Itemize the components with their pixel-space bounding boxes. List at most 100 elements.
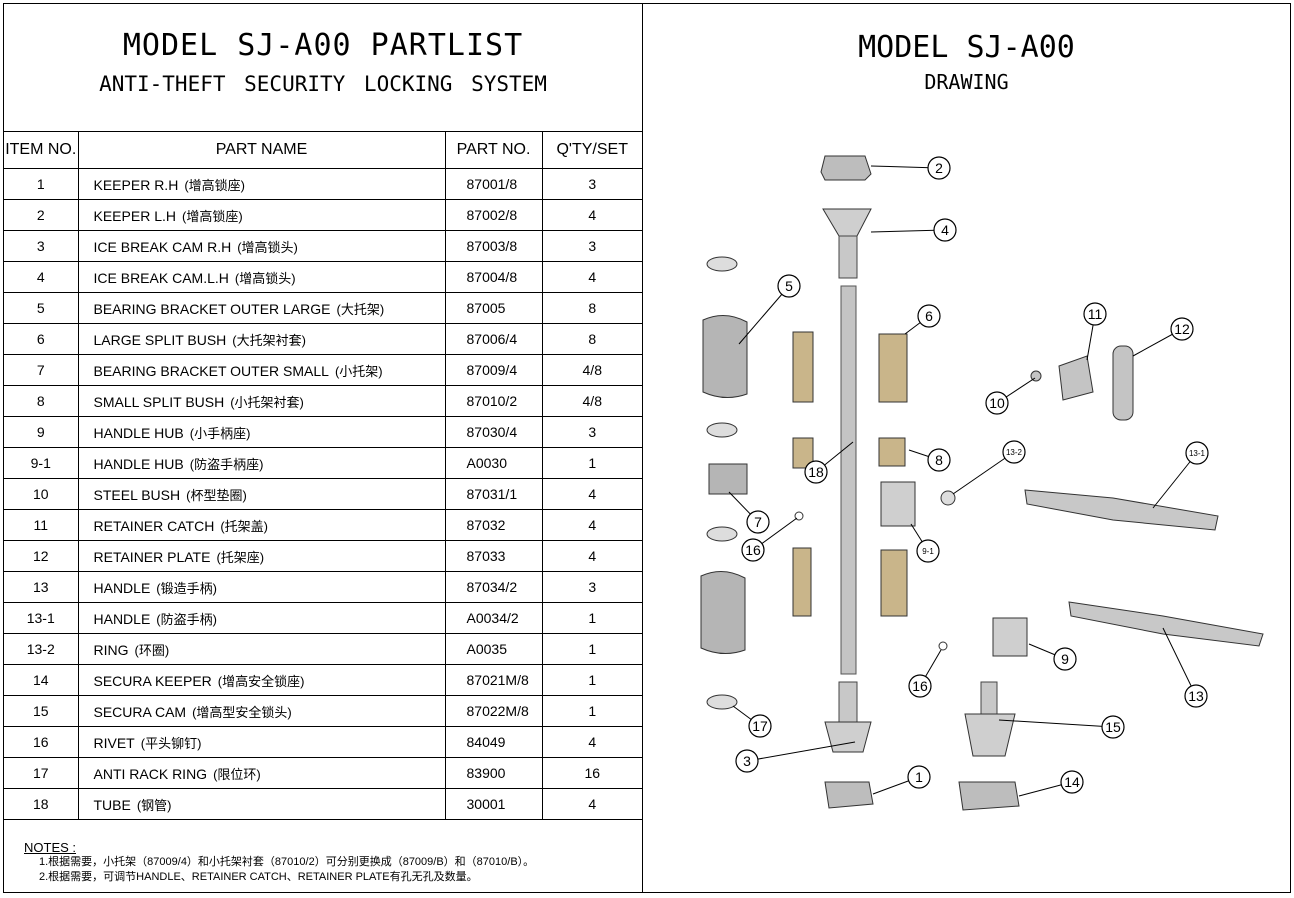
tube-part [840,285,857,675]
qty-cell: 1 [541,633,642,665]
retainer-part [1112,345,1134,421]
callout-circle [1053,647,1077,671]
callout-label: 7 [754,514,762,530]
item-no-cell: 8 [4,385,79,417]
callout-label: 9 [1061,651,1069,667]
qty-cell: 4 [541,540,642,572]
leader-line [952,451,1015,495]
item-no-cell: 1 [4,168,79,200]
notes-title: NOTES : [24,840,77,855]
note-line: 2.根据需要，可调节HANDLE、RETAINER CATCH、RETAINER… [39,871,478,883]
callout-label: 13-1 [1189,449,1206,458]
qty-cell: 4 [541,261,642,293]
part-name-en: KEEPER R.H [93,176,179,193]
callout-circle [1002,440,1026,464]
qty-cell: 4 [541,788,642,820]
item-no-cell: 6 [4,323,79,355]
part-no-cell: 83900 [444,757,543,789]
part-name-en: TUBE [93,796,131,813]
part-name-cell: HANDLE(锻造手柄) [77,571,446,603]
callout-label: 14 [1064,774,1080,790]
part-name-cell: RETAINER PLATE(托架座) [77,540,446,572]
qty-cell: 4 [541,478,642,510]
callout-label: 16 [912,678,928,694]
part-name-en: HANDLE [93,610,151,627]
callout-label: 8 [935,452,943,468]
callout-label: 10 [989,395,1005,411]
part-no-cell: 87004/8 [444,261,543,293]
keeper-part [958,781,1020,811]
keeper-part [820,155,872,181]
callout-label: 3 [743,753,751,769]
part-no-cell: 87002/8 [444,199,543,231]
callout-label: 2 [935,160,943,176]
part-name-cn: (钢管) [136,797,172,813]
header-item-no: ITEM NO. [4,131,79,169]
callout-circle [748,714,772,738]
callout-circle [1060,770,1084,794]
part-name-cell: RIVET(平头铆钉) [77,726,446,758]
item-no-cell: 4 [4,261,79,293]
part-name-cell: ICE BREAK CAM.L.H(增高锁头) [77,261,446,293]
part-name-en: ICE BREAK CAM.L.H [93,269,229,286]
part-name-cell: KEEPER L.H(增高锁座) [77,199,446,231]
callout-circle [908,674,932,698]
part-name-en: BEARING BRACKET OUTER SMALL [93,362,329,379]
bush-part [792,437,814,469]
rivet-part [938,641,948,651]
callout-circle [907,765,931,789]
part-name-cell: RETAINER CATCH(托架盖) [77,509,446,541]
part-name-cell: HANDLE(防盗手柄) [77,602,446,634]
item-no-cell: 14 [4,664,79,696]
part-name-en: LARGE SPLIT BUSH [93,331,227,348]
item-no-cell: 16 [4,726,79,758]
part-name-cn: (大托架) [336,301,385,317]
part-name-cell: RING(环圈) [77,633,446,665]
part-name-cell: KEEPER R.H(增高锁座) [77,168,446,200]
part-no-cell: 87003/8 [444,230,543,262]
drawing-panel: MODEL SJ-A00 DRAWING [643,3,1291,893]
qty-cell: 4 [541,726,642,758]
bush-part [878,437,906,467]
partlist-title: MODEL SJ-A00 PARTLIST [122,28,524,63]
item-no-cell: 11 [4,509,79,541]
part-name-cn: (托架盖) [220,518,268,534]
part-no-cell: 87010/2 [444,385,543,417]
part-no-cell: 87001/8 [444,168,543,200]
part-no-cell: A0034/2 [444,602,543,634]
qty-cell: 8 [541,292,642,324]
part-name-cell: HANDLE HUB(防盗手柄座) [77,447,446,479]
item-no-cell: 3 [4,230,79,262]
item-no-cell: 18 [4,788,79,820]
callout-circle [777,274,801,298]
callout-circle [927,448,951,472]
qty-cell: 4 [541,509,642,541]
bracket-part [700,571,746,654]
part-name-cn: (增高锁头) [237,239,298,255]
callout-circle [985,391,1009,415]
callout-circle [1170,317,1194,341]
part-no-cell: 30001 [444,788,543,820]
qty-cell: 1 [541,447,642,479]
callout-circle [933,218,957,242]
callout-label: 12 [1174,321,1190,337]
part-no-cell: 87006/4 [444,323,543,355]
drawing-subtitle: DRAWING [924,70,1009,94]
retainer-part [1058,355,1094,401]
bush-part [878,333,908,403]
callout-label: 13-2 [1006,448,1023,457]
part-name-cn: (增高锁座) [181,208,243,224]
part-name-en: RETAINER PLATE [93,548,211,565]
hub-part [880,481,916,527]
callout-circle [746,510,770,534]
